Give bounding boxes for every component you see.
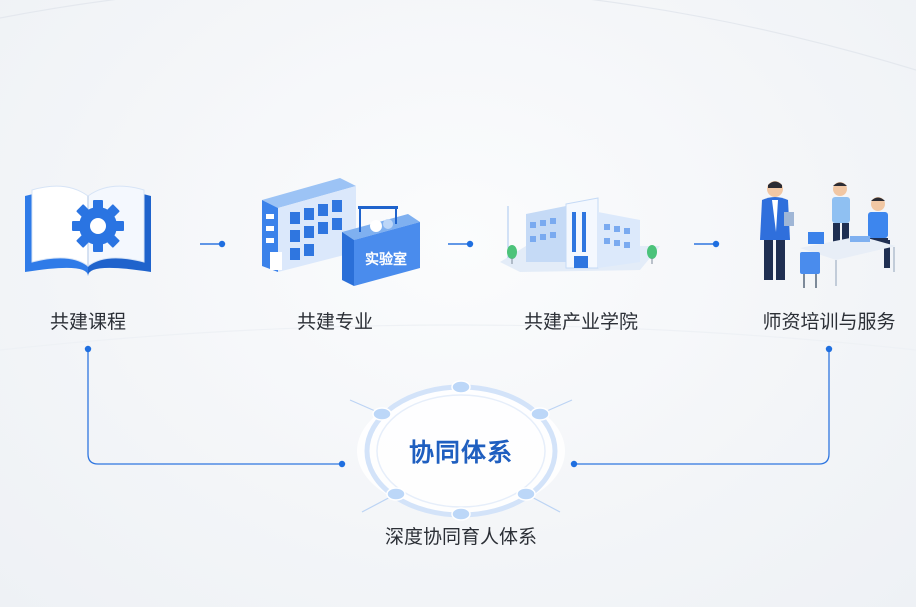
connector-dot [466, 240, 474, 248]
college-campus-icon [500, 197, 660, 272]
lab-building-icon: 实验室 [262, 178, 420, 286]
core-ring [349, 380, 573, 521]
node-label-majors: 共建专业 [296, 311, 374, 333]
flow-connectors [200, 240, 720, 248]
teacher-training-icon [760, 181, 896, 288]
right-connector [574, 349, 830, 465]
open-book-gear-icon [25, 185, 151, 276]
connector-endpoints [84, 345, 833, 468]
background-arcs [0, 0, 916, 351]
core-connectors [87, 349, 830, 465]
connector-dot [218, 240, 226, 248]
ring-nodes [372, 380, 550, 521]
lab-sign: 实验室 [365, 251, 407, 268]
node-label-teacher-training: 师资培训与服务 [762, 311, 896, 333]
left-connector [87, 349, 342, 465]
connector-dot [712, 240, 720, 248]
core-subtitle: 深度协同育人体系 [384, 526, 538, 548]
node-label-courses: 共建课程 [49, 311, 127, 333]
core-title: 协同体系 [408, 438, 514, 467]
node-label-industry-college: 共建产业学院 [523, 311, 639, 333]
